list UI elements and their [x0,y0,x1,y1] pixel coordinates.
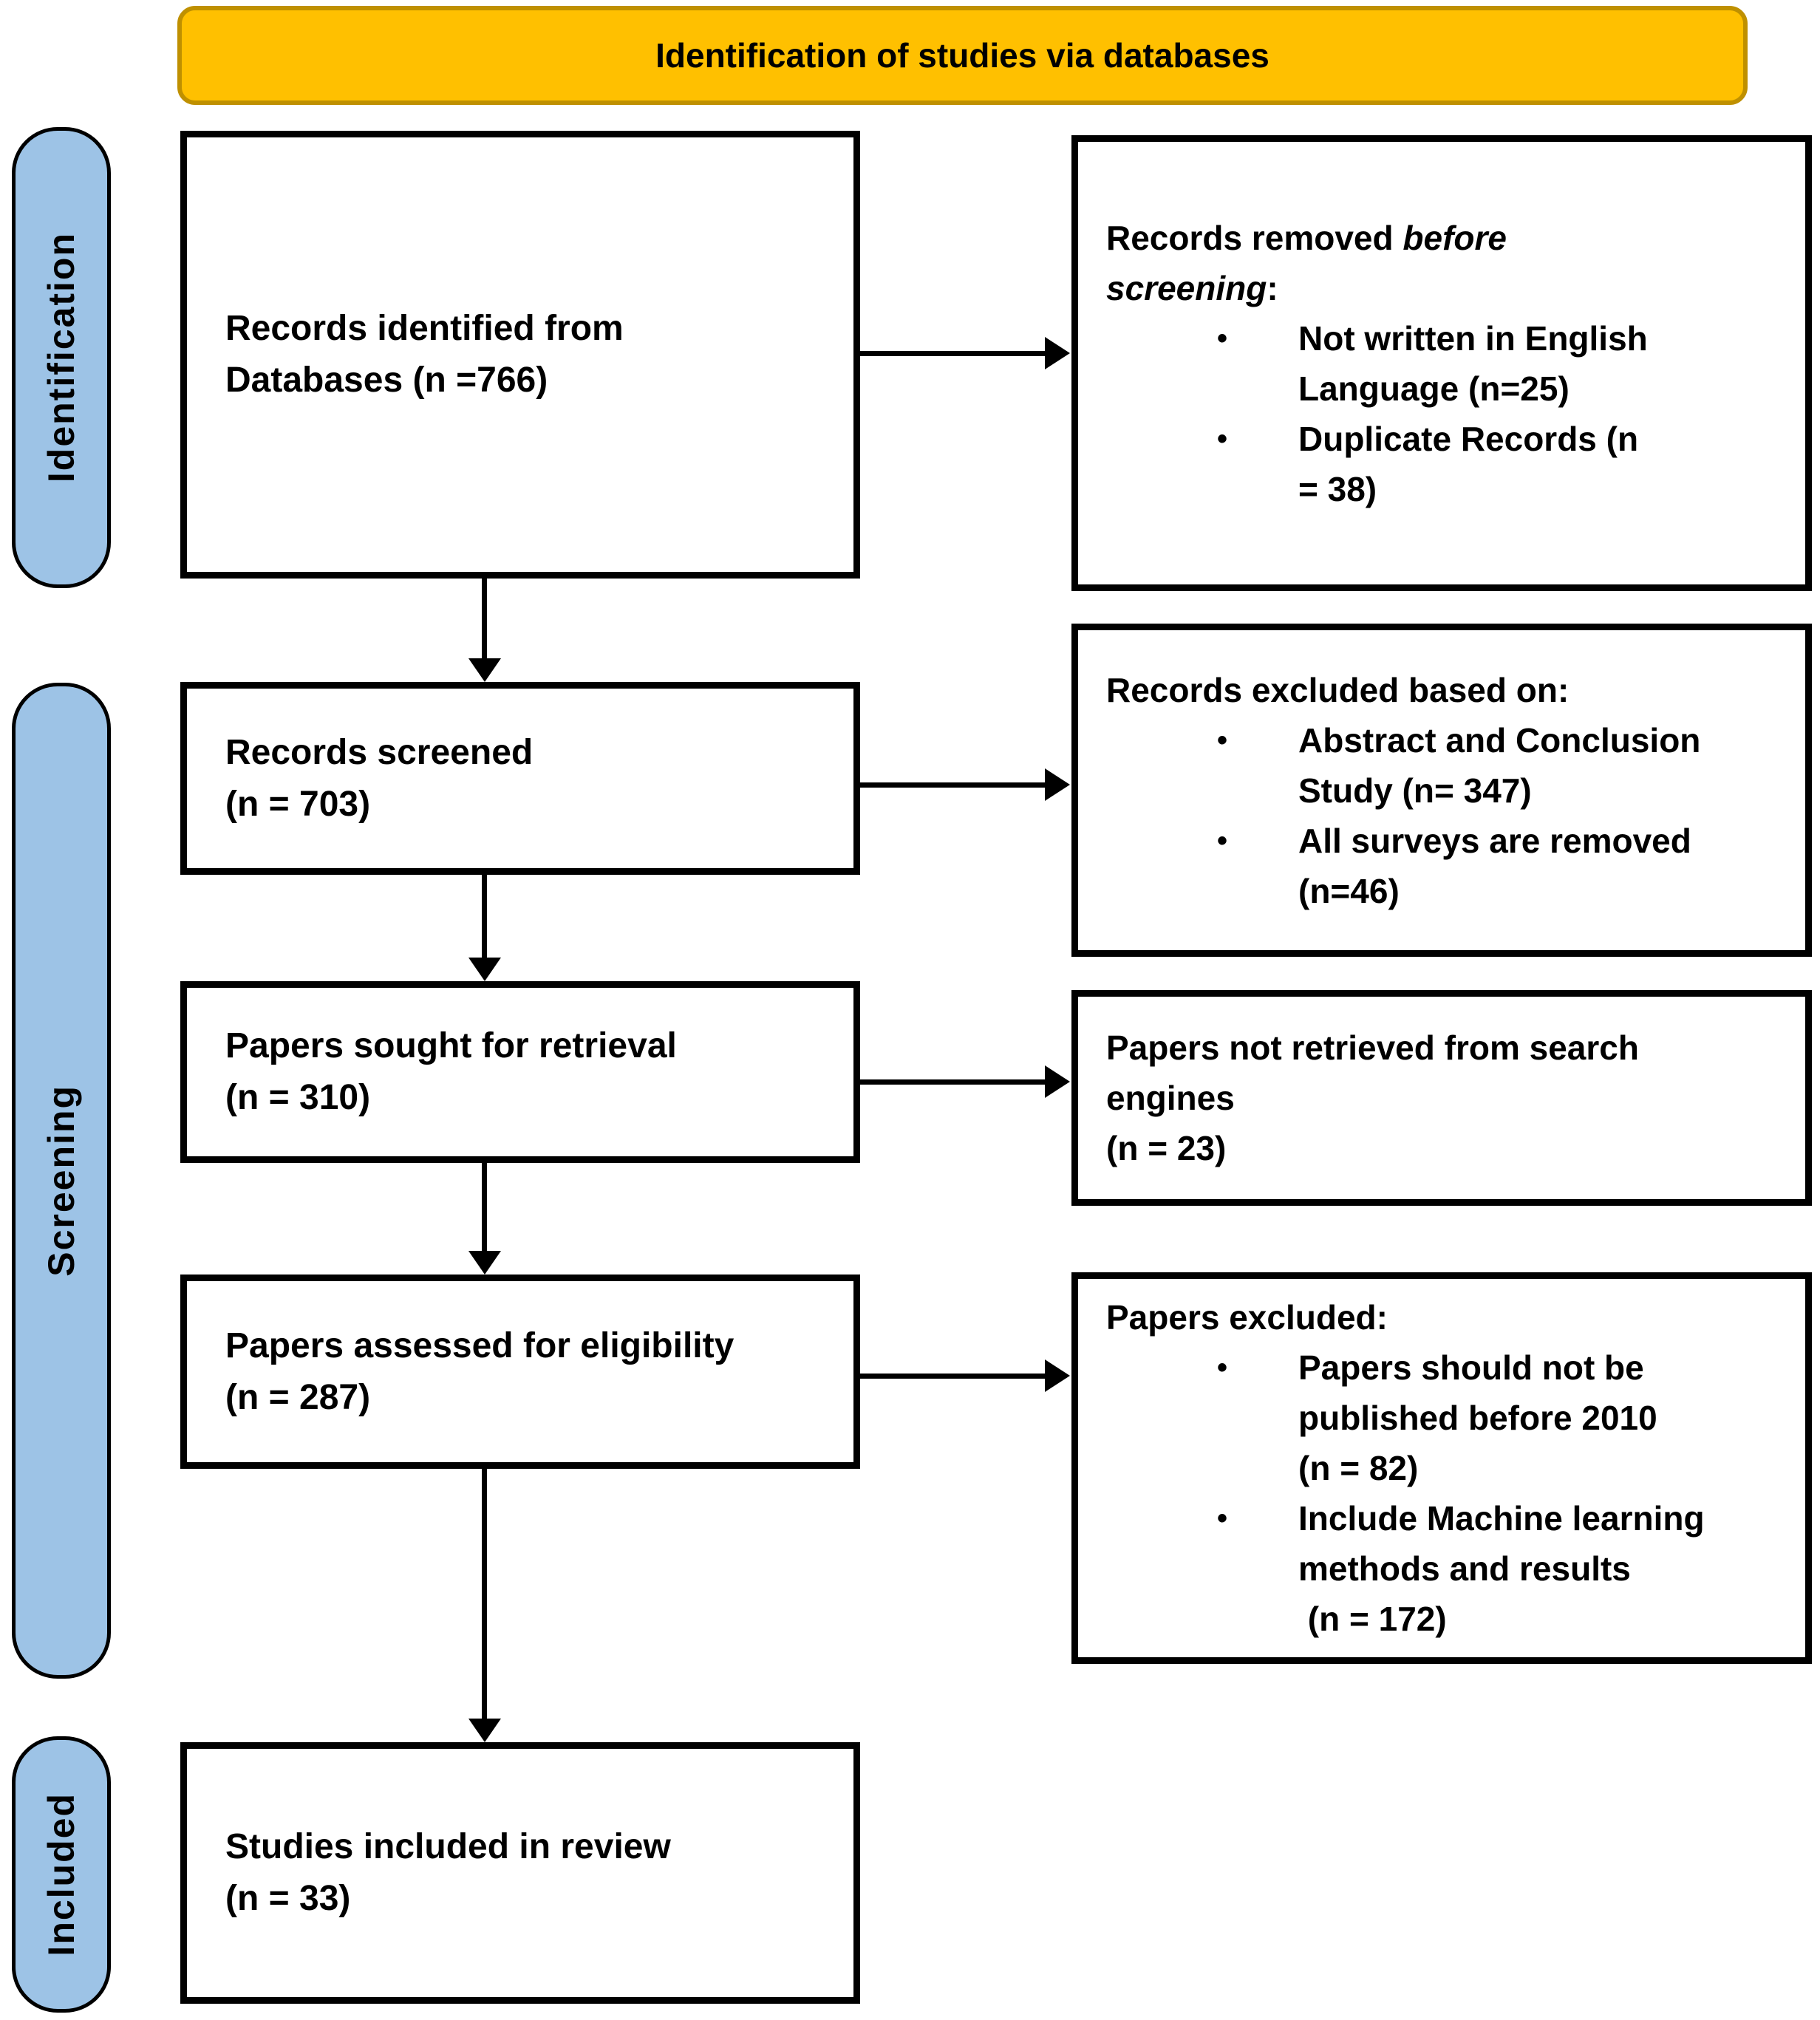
flow-box-text: Databases (n =766) [225,361,548,400]
bullet-icon: • [1217,1351,1228,1384]
flow-box-records-identified: Records identified from Databases (n =76… [180,131,860,579]
arrow-stem [860,1374,1045,1379]
flow-box-papers-sought: Papers sought for retrieval (n = 310) [180,981,860,1163]
side-box-records-excluded: Records excluded based on: • Abstract an… [1071,624,1812,957]
arrowhead-down-icon [468,1719,501,1742]
arrow-stem [860,351,1045,356]
banner-title: Identification of studies via databases [655,36,1269,75]
bullet-icon: • [1217,723,1228,757]
arrowhead-right-icon [1045,337,1070,369]
side-box-header: Records removed before [1106,218,1507,257]
side-box-papers-excluded: Papers excluded: • Papers should not be … [1071,1272,1812,1664]
side-box-header: Records excluded based on: [1106,670,1570,709]
arrowhead-right-icon [1045,1065,1070,1098]
bullet-item: • Include Machine learning methods and r… [1106,1493,1776,1644]
bullet-icon: • [1217,321,1228,355]
flow-box-studies-included: Studies included in review (n = 33) [180,1742,860,2004]
banner: Identification of studies via databases [177,6,1748,105]
stage-included: Included [12,1736,111,2013]
bullet-icon: • [1217,422,1228,455]
flow-box-papers-assessed: Papers assessed for eligibility (n = 287… [180,1275,860,1469]
flow-box-text: Studies included in review [225,1827,671,1866]
arrow-stem [482,1469,487,1720]
bullet-item: • Abstract and Conclusion Study (n= 347) [1106,715,1776,816]
arrow-stem [860,1079,1045,1085]
stage-screening-label: Screening [41,1085,82,1277]
stage-included-label: Included [41,1792,82,1956]
stage-screening: Screening [12,683,111,1679]
arrow-stem [482,1163,487,1252]
bullet-item: • Papers should not be published before … [1106,1342,1776,1493]
arrow-stem [482,875,487,959]
arrowhead-down-icon [468,958,501,981]
side-box-header: screening: [1106,268,1278,307]
bullet-icon: • [1217,1502,1228,1535]
side-box-header: Papers excluded: [1106,1298,1388,1337]
flow-box-text: Records screened [225,732,534,772]
arrowhead-down-icon [468,658,501,682]
flow-box-text: (n = 33) [225,1879,351,1918]
flow-box-text: (n = 703) [225,784,371,824]
arrow-stem [860,782,1045,788]
flow-box-text: Papers assessed for eligibility [225,1325,735,1365]
arrowhead-right-icon [1045,768,1070,801]
stage-identification-label: Identification [41,232,82,483]
bullet-icon: • [1217,824,1228,857]
flow-box-text: Records identified from [225,309,624,348]
arrowhead-down-icon [468,1251,501,1275]
arrowhead-right-icon [1045,1359,1070,1392]
bullet-item: • Duplicate Records (n = 38) [1106,414,1776,514]
side-box-records-removed: Records removed before screening: • Not … [1071,135,1812,591]
bullet-item: • Not written in English Language (n=25) [1106,313,1776,414]
bullet-item: • All surveys are removed (n=46) [1106,816,1776,916]
flow-box-text: Papers sought for retrieval [225,1026,677,1065]
stage-identification: Identification [12,127,111,588]
flow-box-records-screened: Records screened (n = 703) [180,682,860,875]
side-box-papers-not-retrieved: Papers not retrieved from search engines… [1071,990,1812,1206]
flow-box-text: (n = 310) [225,1078,371,1117]
arrow-stem [482,579,487,660]
flow-box-text: (n = 287) [225,1377,371,1417]
